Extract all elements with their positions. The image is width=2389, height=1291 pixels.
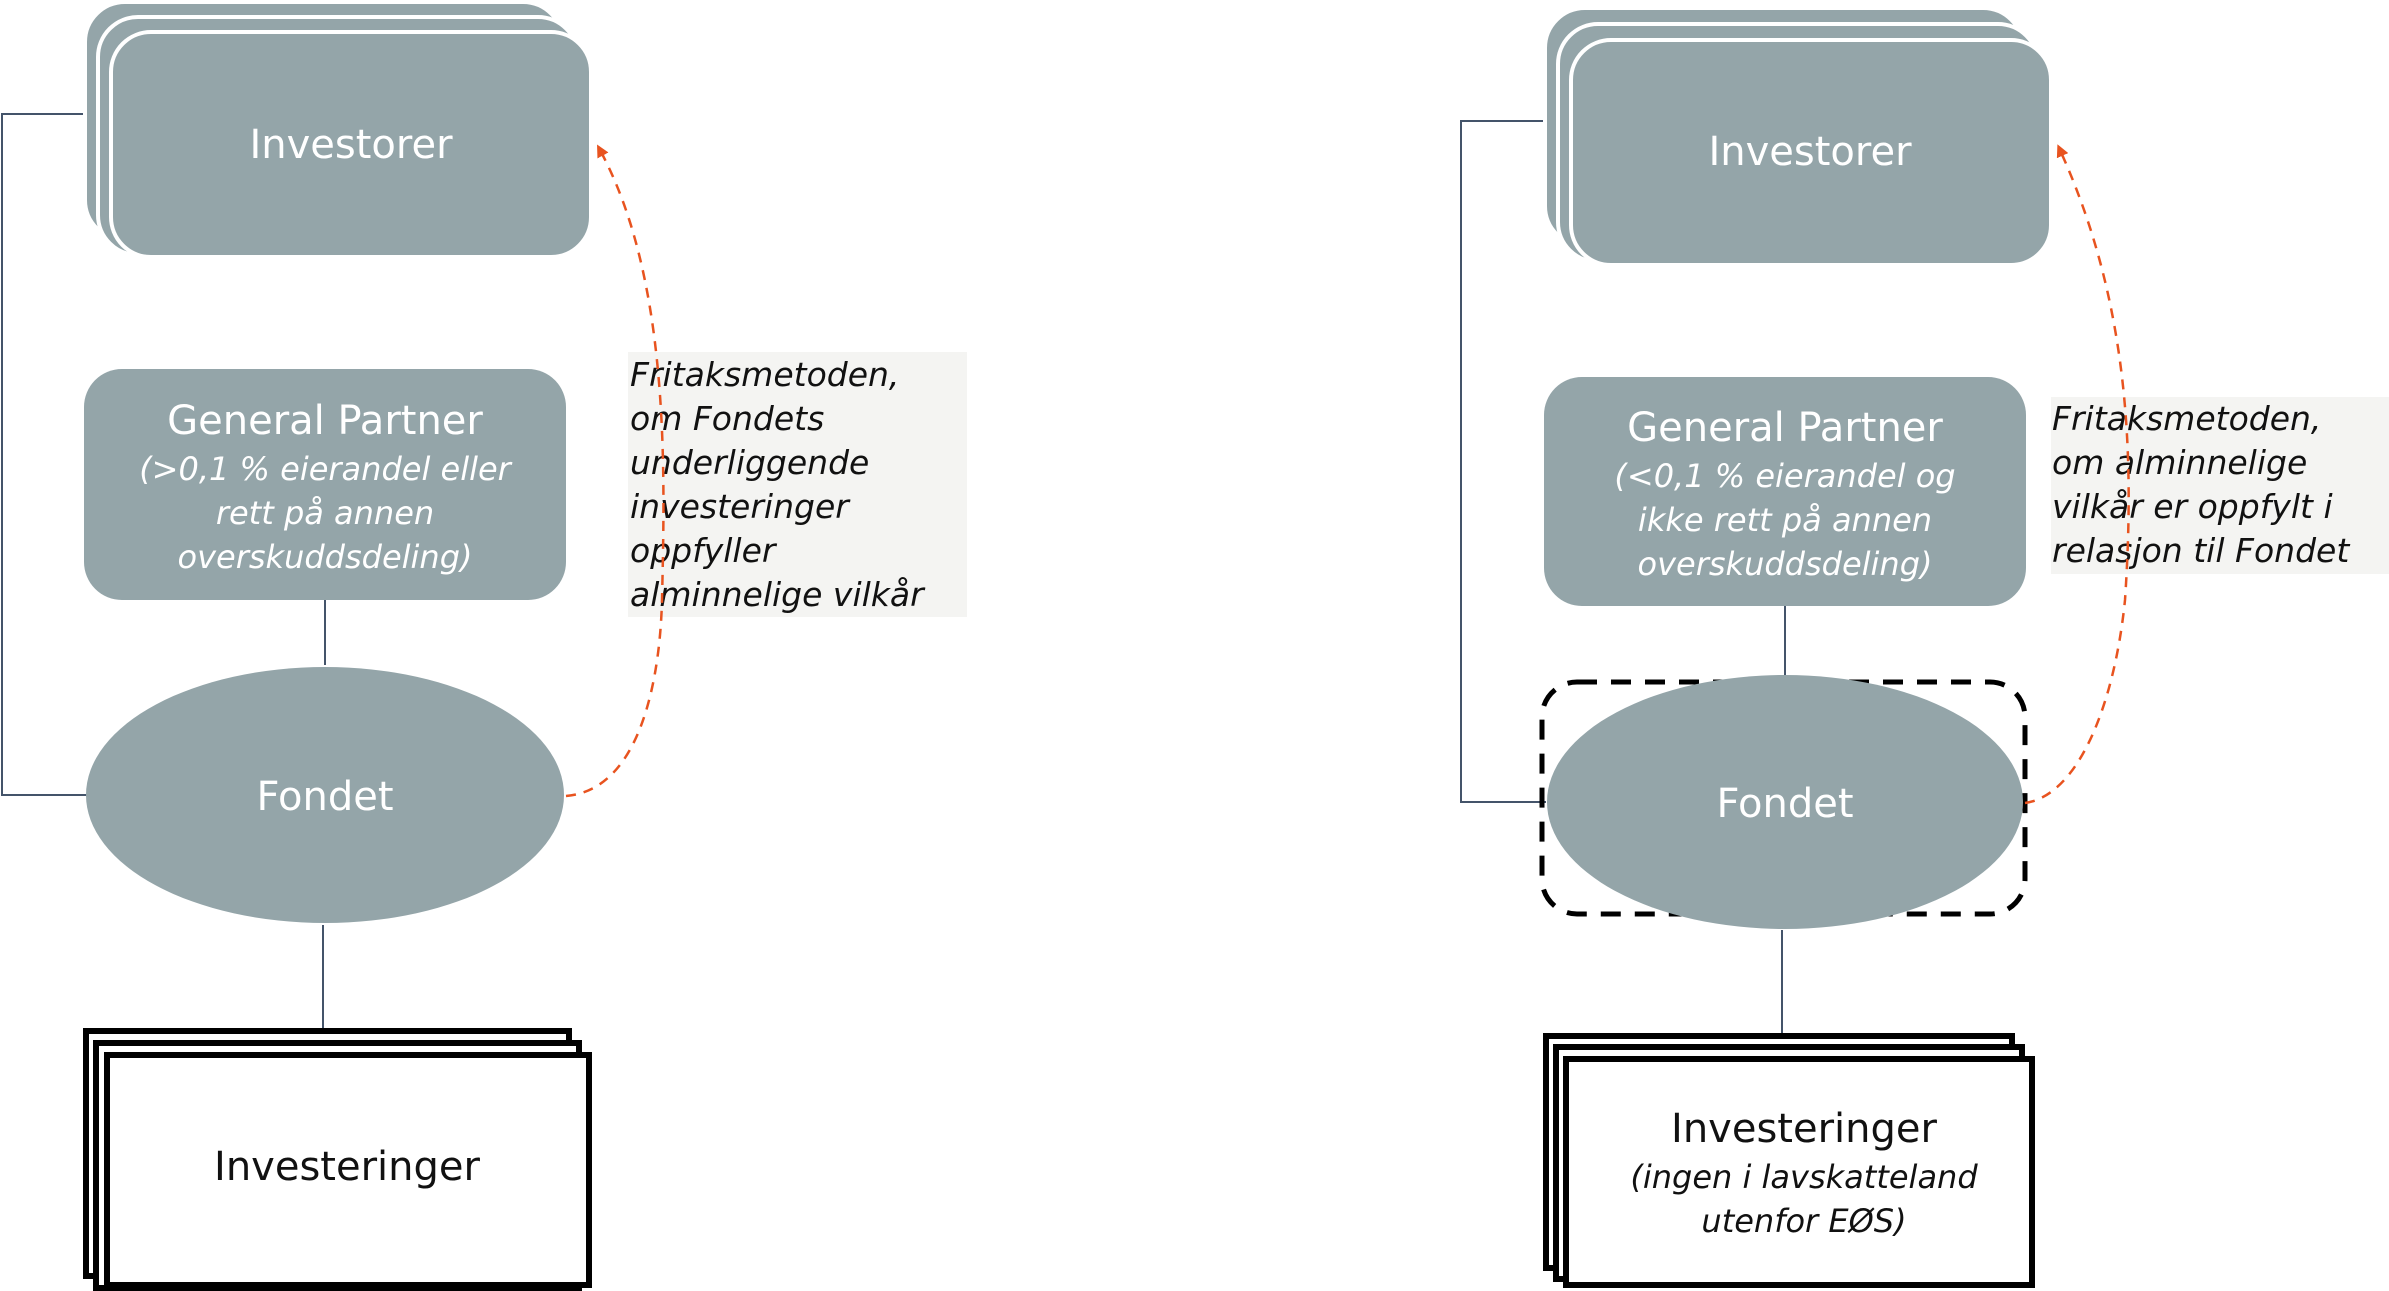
left-note-line-6: alminnelige vilkår (630, 575, 926, 614)
left-exemption-arrow (565, 144, 665, 798)
left-note-line-2: om Fondets (630, 399, 824, 438)
left-general-partner-node[interactable]: General Partner (>0,1 % eierandel eller … (84, 369, 566, 600)
left-gp-title: General Partner (167, 398, 483, 444)
right-exemption-arrow (2024, 144, 2130, 805)
left-note-line-1: Fritaksmetoden, (630, 355, 899, 394)
right-investments-subtitle-line-2: utenfor EØS) (1701, 1202, 1906, 1240)
right-note-line-3: vilkår er oppfylt i (2052, 487, 2333, 526)
left-note-line-5: oppfyller (630, 531, 778, 570)
right-note-line-4: relasjon til Fondet (2052, 531, 2350, 570)
right-diagram: Investorer General Partner (<0,1 % eiera… (1460, 6, 2389, 1288)
right-general-partner-node[interactable]: General Partner (<0,1 % eierandel og ikk… (1544, 377, 2026, 606)
right-gp-subtitle-line-2: ikke rett på annen (1638, 501, 1932, 539)
right-fund-node[interactable]: Fondet (1547, 675, 2023, 929)
right-note-line-1: Fritaksmetoden, (2052, 399, 2321, 438)
left-note-line-3: underliggende (630, 443, 869, 482)
right-investments-subtitle-line-1: (ingen i lavskatteland (1630, 1158, 1978, 1196)
left-gp-subtitle-line-3: overskuddsdeling) (178, 538, 473, 576)
right-gp-subtitle-line-1: (<0,1 % eierandel og (1614, 457, 1955, 495)
right-note-line-2: om alminnelige (2052, 443, 2307, 482)
left-fund-node[interactable]: Fondet (86, 667, 564, 923)
left-investments-title: Investeringer (214, 1144, 480, 1190)
left-investors-label: Investorer (249, 122, 453, 168)
right-investments-title: Investeringer (1671, 1106, 1937, 1152)
right-note: Fritaksmetoden, om alminnelige vilkår er… (2051, 397, 2389, 574)
right-gp-subtitle-line-3: overskuddsdeling) (1638, 545, 1933, 583)
left-investor-fund-connector (1, 113, 87, 796)
left-gp-subtitle-line-2: rett på annen (216, 494, 434, 532)
left-investments-node[interactable]: Investeringer (83, 1028, 592, 1291)
right-investor-fund-connector (1460, 120, 1546, 803)
right-gp-title: General Partner (1627, 405, 1943, 451)
left-investors-node[interactable]: Investorer (83, 0, 593, 259)
left-gp-subtitle-line-1: (>0,1 % eierandel eller (139, 450, 512, 488)
left-diagram: Investorer General Partner (>0,1 % eiera… (1, 0, 967, 1291)
right-investors-node[interactable]: Investorer (1543, 6, 2053, 267)
right-investors-label: Investorer (1708, 129, 1912, 175)
left-fund-label: Fondet (256, 774, 393, 820)
right-fund-label: Fondet (1716, 781, 1853, 827)
left-note: Fritaksmetoden, om Fondets underliggende… (628, 352, 967, 617)
right-investments-node[interactable]: Investeringer (ingen i lavskatteland ute… (1543, 1033, 2035, 1288)
left-note-line-4: investeringer (630, 487, 851, 526)
